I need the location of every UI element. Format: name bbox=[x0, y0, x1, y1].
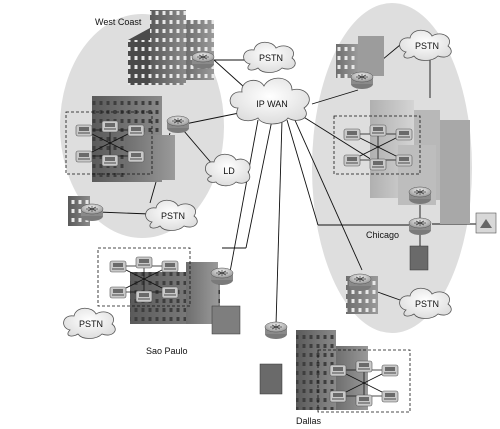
ip-wan-label: IP WAN bbox=[256, 99, 288, 109]
pstn-label-sao-paulo: PSTN bbox=[79, 319, 103, 329]
west-coast-main-router-icon bbox=[166, 115, 190, 134]
pstn-cloud-west-top: PSTN bbox=[243, 41, 296, 73]
sao-paulo-cluster-box bbox=[97, 247, 191, 307]
chicago-main-building bbox=[370, 100, 470, 224]
pstn-label-west-top: PSTN bbox=[259, 53, 283, 63]
chicago-gateway-router-icon bbox=[408, 217, 432, 236]
sao-paulo-building bbox=[130, 262, 241, 335]
pstn-label-chicago-bottom: PSTN bbox=[415, 299, 439, 309]
pstn-cloud-sao-paulo: PSTN bbox=[63, 307, 116, 339]
pstn-label-west-bottom: PSTN bbox=[161, 211, 185, 221]
west-coast-phone-cluster bbox=[75, 120, 145, 167]
sao-paulo-phone-cluster bbox=[109, 256, 179, 303]
dallas-phone-cluster bbox=[329, 360, 399, 407]
west-coast-main-building bbox=[92, 96, 175, 182]
chicago-lower-router-icon bbox=[348, 273, 372, 292]
chicago-phone-cluster bbox=[343, 124, 413, 171]
dallas-router-icon bbox=[264, 321, 288, 340]
pstn-cloud-chicago-bottom: PSTN bbox=[399, 287, 452, 319]
pstn-label-chicago-top: PSTN bbox=[415, 41, 439, 51]
dallas-cluster-box bbox=[317, 349, 411, 413]
pstn-cloud-west-bottom: PSTN bbox=[145, 199, 198, 231]
west-coast-gateway-router-icon bbox=[191, 51, 215, 70]
chicago-router-icon bbox=[408, 186, 432, 205]
ld-cloud: LD bbox=[205, 153, 251, 187]
site-label-dallas: Dallas bbox=[296, 416, 322, 426]
ip-wan-cloud: IP WAN bbox=[229, 77, 310, 125]
chicago-server bbox=[409, 245, 429, 271]
site-label-west-coast: West Coast bbox=[95, 17, 142, 27]
west-coast-hq-building bbox=[128, 10, 214, 85]
sao-paulo-router-icon bbox=[210, 267, 234, 286]
pstn-cloud-chicago-top: PSTN bbox=[399, 29, 452, 61]
chicago-endpoint-device bbox=[475, 212, 497, 234]
chicago-cluster-box bbox=[333, 115, 421, 175]
ld-label: LD bbox=[223, 166, 235, 176]
west-coast-branch-router-icon bbox=[80, 203, 104, 222]
chicago-small-building bbox=[336, 36, 384, 78]
chicago-small-router-icon bbox=[350, 71, 374, 90]
site-label-sao-paulo: Sao Paulo bbox=[146, 346, 188, 356]
site-label-chicago: Chicago bbox=[366, 230, 399, 240]
west-coast-cluster-box bbox=[65, 111, 153, 175]
